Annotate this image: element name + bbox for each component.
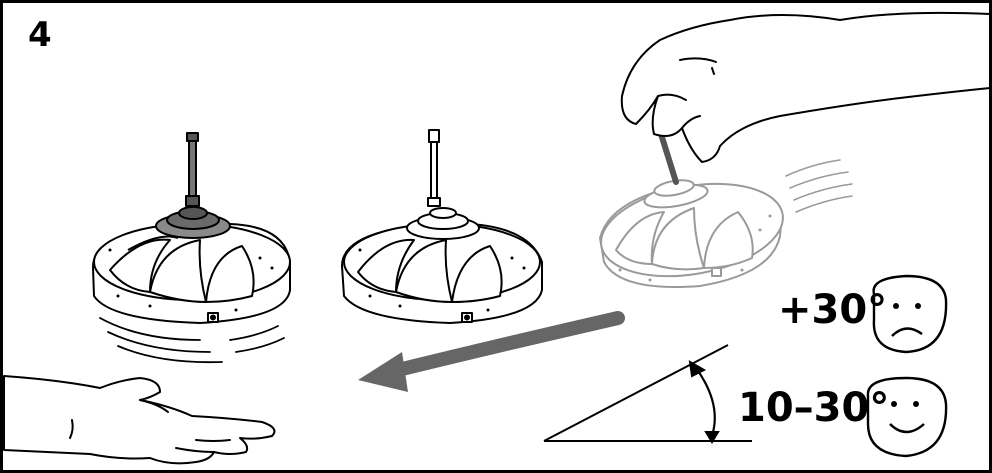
angle-correct-range-label: 10–30° [738, 385, 890, 431]
direction-arrow [358, 311, 625, 392]
sad-face-icon [872, 274, 948, 354]
step-number: 4 [28, 15, 52, 55]
motion-lines-right [785, 159, 853, 213]
spinning-toy-middle [341, 129, 543, 324]
spinning-toy-tilted [599, 179, 784, 288]
motion-lines-left [99, 317, 285, 364]
open-hand [3, 375, 276, 465]
pinching-hand [620, 11, 991, 185]
angle-diagram [543, 344, 752, 444]
happy-face-icon [866, 376, 948, 458]
spinning-toy-left [91, 132, 291, 324]
angle-too-steep-label: +30° [778, 287, 888, 333]
